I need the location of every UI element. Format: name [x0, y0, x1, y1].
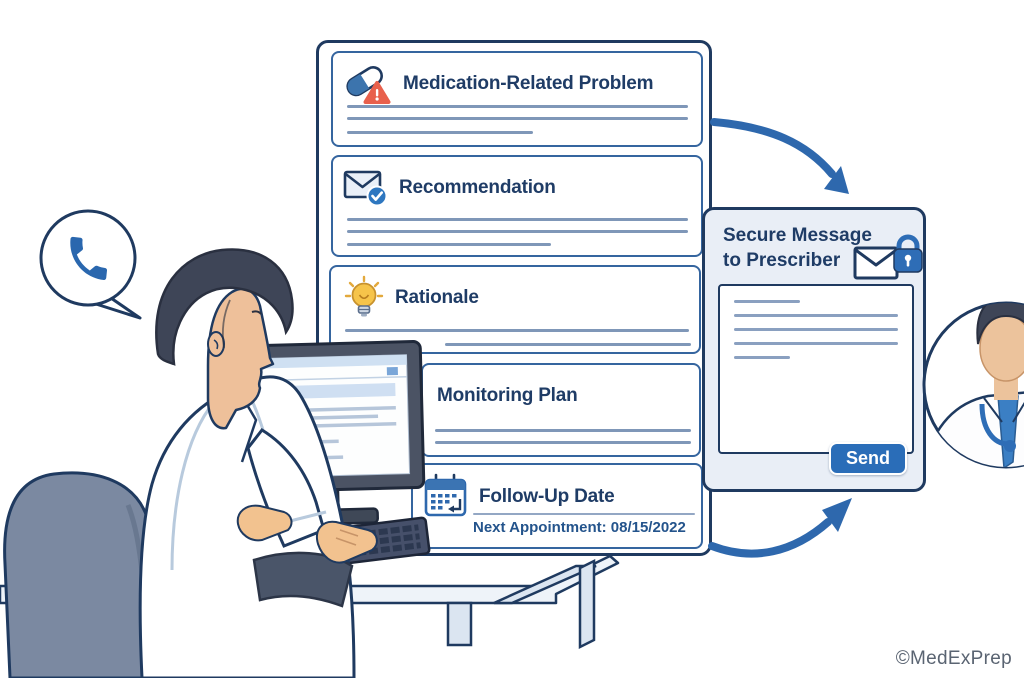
envelope-lock-icon: [853, 234, 923, 280]
form-section-medication-problem: Medication-Related Problem: [331, 51, 703, 147]
secure-message-panel: Secure Message to Prescriber Send: [702, 207, 926, 492]
form-section-rationale: Rationale: [329, 265, 701, 354]
placeholder-line: [347, 105, 688, 108]
placeholder-line: [445, 343, 691, 346]
section-title-recommendation: Recommendation: [399, 177, 556, 198]
placeholder-line: [347, 218, 688, 221]
section-title-rationale: Rationale: [395, 287, 479, 308]
placeholder-line: [347, 117, 688, 120]
arrow-form-to-message: [710, 118, 849, 194]
pharmacist-illustration: [138, 248, 378, 678]
lightbulb-icon: [344, 275, 384, 317]
secure-message-body: [718, 284, 914, 454]
placeholder-line: [734, 300, 800, 303]
placeholder-line: [734, 314, 898, 317]
section-title-monitoring-plan: Monitoring Plan: [437, 385, 578, 406]
watermark-text: ©MedExPrep: [895, 648, 1012, 669]
placeholder-line: [345, 329, 689, 332]
section-title-follow-up-date: Follow-Up Date: [479, 486, 615, 507]
envelope-check-icon: [343, 170, 388, 207]
placeholder-line: [347, 230, 688, 233]
form-section-follow-up-date: Follow-Up Date Next Appointment: 08/15/2…: [411, 463, 703, 549]
next-appointment-text: Next Appointment: 08/15/2022: [473, 519, 686, 536]
pill-warning-icon: [346, 66, 391, 104]
placeholder-line: [734, 328, 898, 331]
divider-line: [473, 513, 695, 515]
secure-message-title: Secure Message to Prescriber: [723, 225, 872, 271]
placeholder-line: [435, 441, 691, 444]
placeholder-line: [347, 243, 551, 246]
hands: [236, 504, 378, 564]
placeholder-line: [734, 356, 790, 359]
phone-speech-bubble: [39, 209, 142, 320]
section-title-medication-problem: Medication-Related Problem: [403, 73, 654, 94]
placeholder-line: [347, 131, 533, 134]
arrow-message-to-prescriber: [708, 498, 852, 558]
placeholder-line: [435, 429, 691, 432]
form-section-recommendation: Recommendation: [331, 155, 703, 257]
prescriber-avatar: [922, 301, 1024, 469]
send-button[interactable]: Send: [829, 442, 907, 475]
form-section-monitoring-plan: Monitoring Plan: [421, 363, 701, 457]
calendar-icon: [424, 473, 467, 517]
phone-icon: [70, 236, 108, 280]
placeholder-line: [734, 342, 898, 345]
